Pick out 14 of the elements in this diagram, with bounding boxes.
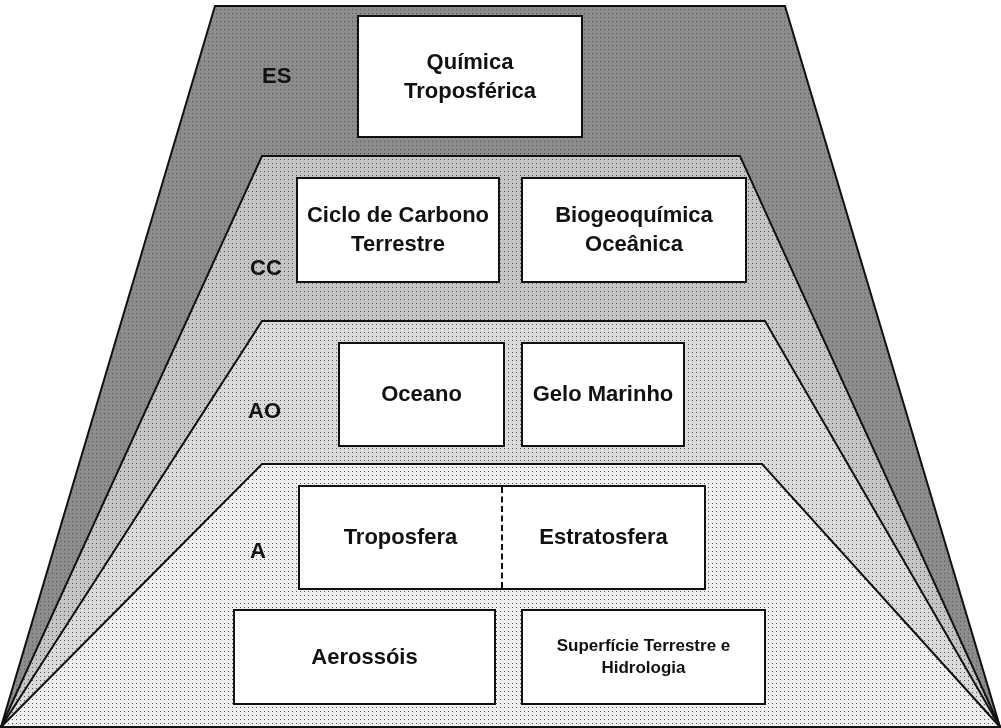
module-box: Oceano: [338, 342, 505, 447]
module-box: Aerossóis: [233, 609, 496, 705]
module-label: Troposfera: [343, 523, 458, 552]
module-box: Gelo Marinho: [521, 342, 685, 447]
layer-label: AO: [248, 398, 281, 424]
module-box: [298, 485, 706, 590]
module-box: Ciclo de Carbono Terrestre: [296, 177, 500, 283]
layer-label: A: [250, 538, 266, 564]
module-box: Química Troposférica: [357, 15, 583, 138]
layer-label: CC: [250, 255, 282, 281]
layer-label: ES: [262, 63, 292, 89]
module-label: Estratosfera: [539, 523, 668, 552]
module-box: Biogeoquímica Oceânica: [521, 177, 747, 283]
module-box: Superfície Terrestre e Hidrologia: [521, 609, 766, 705]
